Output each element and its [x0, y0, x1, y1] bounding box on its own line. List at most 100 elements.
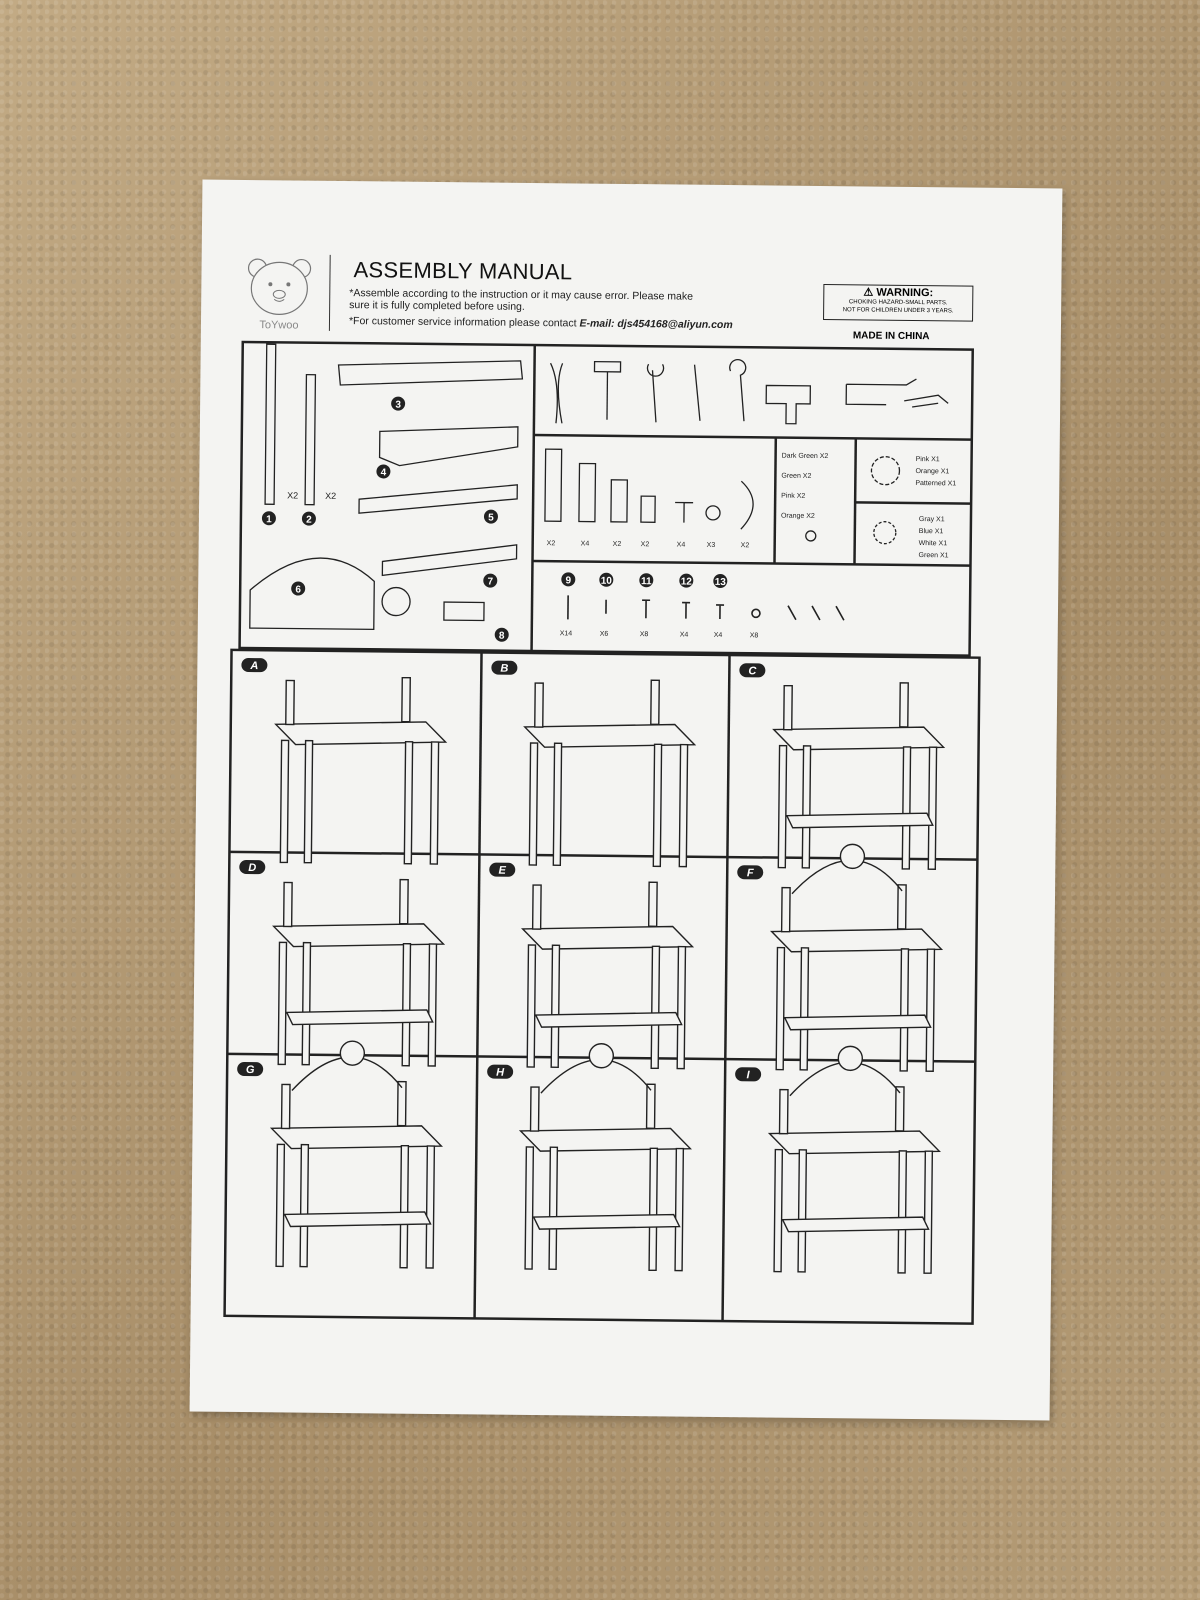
part-front-rail — [358, 484, 518, 514]
part-drawer — [378, 426, 519, 467]
manual-sheet: ToYwoo ASSEMBLY MANUAL *Assemble accordi… — [189, 179, 1063, 1421]
svg-text:D: D — [248, 862, 256, 874]
hardware-qty-washer: X8 — [750, 632, 759, 639]
svg-text:12: 12 — [681, 577, 693, 588]
bolt-13-icon — [716, 604, 725, 619]
part-backboard — [249, 557, 375, 631]
bolt-12-icon — [682, 601, 691, 619]
part-number-7: 7 — [483, 573, 498, 588]
svg-text:8: 8 — [499, 631, 505, 642]
gear-small-gray: Gray X1 — [919, 516, 945, 523]
small-gear-icon — [873, 521, 897, 545]
part-gear — [381, 586, 411, 617]
small-part-qty-4: X2 — [641, 541, 650, 548]
bolt-11-icon — [642, 599, 651, 619]
svg-text:10: 10 — [601, 576, 613, 587]
washer-icon — [751, 608, 761, 619]
hardware-qty-11: X8 — [640, 631, 649, 638]
gear-small-white: White X1 — [919, 540, 948, 547]
logo-text: ToYwoo — [259, 319, 298, 331]
clamp-pliers-icon — [904, 394, 949, 408]
wrench-icon — [646, 363, 665, 423]
svg-text:F: F — [747, 867, 754, 879]
color-dark-green: Dark Green X2 — [782, 453, 829, 460]
small-part-qty-6: X3 — [707, 542, 716, 549]
small-part-qty-7: X2 — [741, 542, 750, 549]
svg-text:5: 5 — [488, 513, 494, 524]
hardware-number-12: 12 — [679, 573, 694, 588]
hardware-number-10: 10 — [599, 572, 614, 587]
beam-4-hole — [544, 448, 563, 522]
step-h-drawing — [518, 1043, 692, 1272]
step-a-drawing — [274, 676, 448, 865]
step-a-badge: A — [241, 658, 268, 673]
small-part-qty-5: X4 — [677, 542, 686, 549]
step-a-cell: A — [241, 658, 448, 865]
svg-text:13: 13 — [715, 577, 727, 588]
curved-link-icon — [740, 480, 754, 530]
color-green: Green X2 — [781, 473, 811, 480]
svg-text:11: 11 — [641, 576, 652, 587]
step-b-drawing — [523, 679, 697, 868]
part-number-6: 6 — [291, 581, 306, 596]
hardware-number-11: 11 — [639, 573, 654, 587]
saw-icon — [845, 378, 917, 406]
part-number-3: 3 — [391, 396, 406, 411]
svg-text:1: 1 — [266, 514, 272, 525]
step-c-badge: C — [739, 663, 766, 678]
steps-panel — [223, 648, 981, 1325]
step-i-drawing — [767, 1045, 941, 1274]
part-number-4: 4 — [376, 464, 391, 478]
large-gear-icon — [870, 456, 901, 486]
step-g-cell: G — [237, 1040, 444, 1269]
part-number-5: 5 — [483, 509, 498, 524]
part-tabletop — [337, 360, 524, 386]
step-i-cell: I — [735, 1045, 941, 1274]
step-d-badge: D — [239, 860, 266, 875]
step-i-badge: I — [735, 1067, 762, 1082]
svg-text:I: I — [747, 1069, 751, 1081]
step-e-badge: E — [489, 862, 516, 877]
hardware-qty-9: X14 — [560, 630, 573, 637]
gear-large-patterned: Patterned X1 — [915, 480, 956, 487]
leg-qty-1: X2 — [287, 490, 298, 500]
part-leg-2 — [304, 373, 317, 506]
svg-text:H: H — [496, 1067, 505, 1079]
adjustable-wrench-icon — [729, 359, 747, 422]
svg-text:9: 9 — [565, 575, 571, 586]
svg-text:G: G — [246, 1064, 255, 1076]
pliers-icon — [549, 362, 564, 424]
step-g-badge: G — [237, 1062, 264, 1077]
hardware-qty-10: X6 — [600, 631, 609, 638]
step-c-cell: C — [739, 663, 946, 870]
small-part-qty-1: X2 — [547, 540, 556, 547]
step-b-badge: B — [491, 660, 518, 675]
hardware-number-9: 9 — [561, 572, 576, 586]
bolt-icon — [675, 501, 694, 523]
part-number-2: 2 — [301, 511, 316, 526]
step-f-drawing — [769, 843, 944, 1072]
svg-text:A: A — [249, 660, 258, 672]
beam-2-hole — [610, 479, 629, 523]
step-h-cell: H — [487, 1043, 692, 1272]
gear-small-blue: Blue X1 — [919, 528, 944, 535]
step-d-cell: D — [239, 860, 446, 1067]
gear-large-pink: Pink X1 — [916, 456, 940, 463]
hammer-icon — [593, 360, 622, 373]
svg-text:4: 4 — [381, 467, 387, 478]
step-f-cell: F — [737, 843, 944, 1072]
hardware-qty-13: X4 — [714, 632, 723, 639]
gear-large-orange: Orange X1 — [915, 468, 949, 475]
color-pink: Pink X2 — [781, 493, 805, 500]
step-h-badge: H — [487, 1064, 514, 1079]
svg-text:2: 2 — [306, 515, 312, 526]
small-part-qty-2: X4 — [581, 541, 590, 548]
leg-qty-2: X2 — [325, 491, 336, 501]
step-g-drawing — [269, 1040, 444, 1269]
screwdriver-icon — [693, 364, 701, 421]
step-e-drawing — [521, 881, 695, 1070]
drill-icon — [765, 384, 812, 425]
small-part-qty-3: X2 — [613, 541, 622, 548]
svg-text:3: 3 — [395, 400, 401, 411]
step-f-badge: F — [737, 865, 764, 880]
